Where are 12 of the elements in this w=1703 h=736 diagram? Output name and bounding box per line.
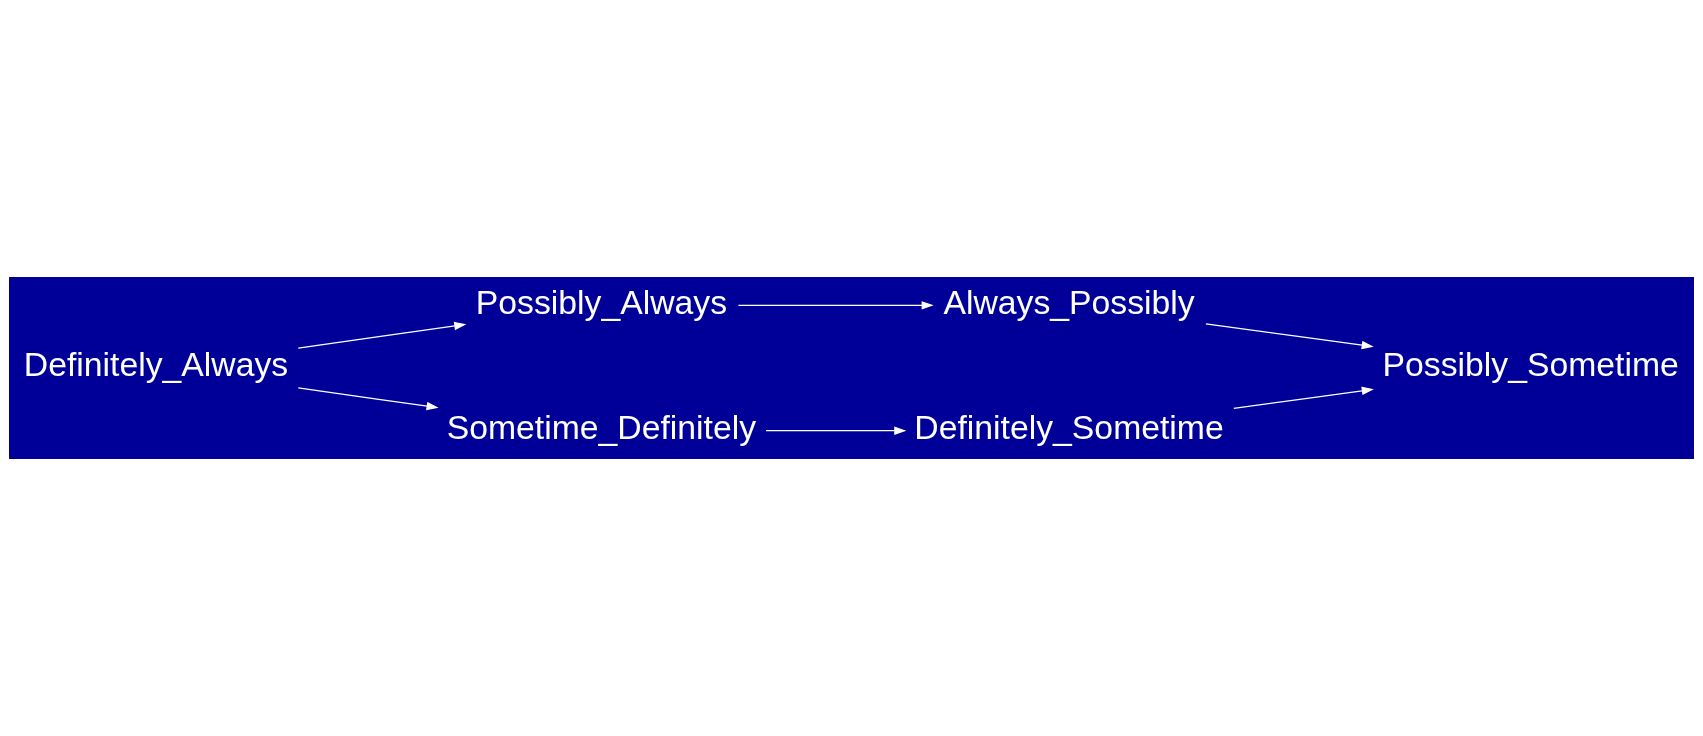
arrow [737,301,934,310]
arrow [297,387,439,411]
arrow [297,321,467,349]
arrow [765,426,907,435]
node-text: Definitely_Always [23,345,289,384]
node-text: Sometime_Definitely [446,407,757,446]
node-text: Possibly_Always [475,282,728,321]
node-text: Possibly_Sometime [1382,345,1679,384]
node-text: Definitely_Sometime [914,407,1224,446]
arrow [1233,386,1374,409]
arrow [1205,323,1374,350]
node-text: Always_Possibly [943,282,1195,321]
